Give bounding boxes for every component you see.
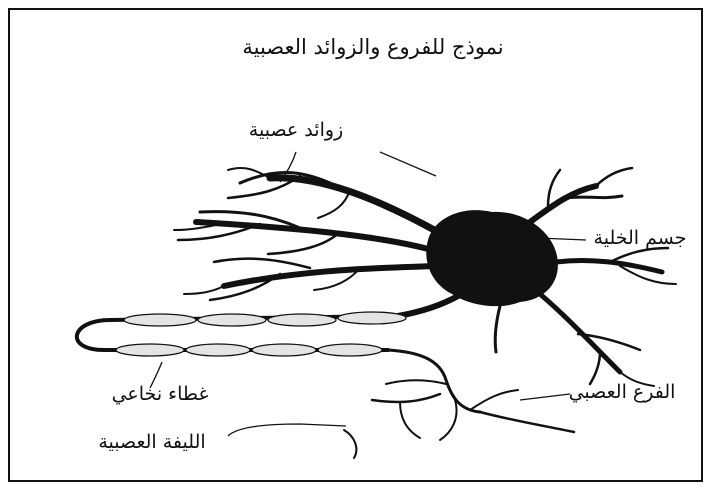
label-cell-body: جسم الخلية (594, 227, 687, 249)
myelin-sheath-segments (76, 312, 406, 356)
label-nerve-fiber: الليفة العصبية (98, 431, 205, 453)
leader-nerve-fiber (228, 424, 346, 436)
leader-axon-branch (520, 394, 570, 400)
axon-terminals (344, 380, 574, 458)
label-axon-branch: الفرع العصبي (569, 381, 676, 403)
leader-dendrites-2 (380, 152, 436, 176)
label-myelin-sheath: غطاء نخاعي (112, 383, 209, 405)
diagram-title: نموذج للفروع والزوائد العصبية (242, 35, 503, 60)
cell-body (426, 210, 558, 306)
label-dendrites: زوائد عصبية (249, 119, 343, 141)
dendrites (174, 168, 438, 300)
